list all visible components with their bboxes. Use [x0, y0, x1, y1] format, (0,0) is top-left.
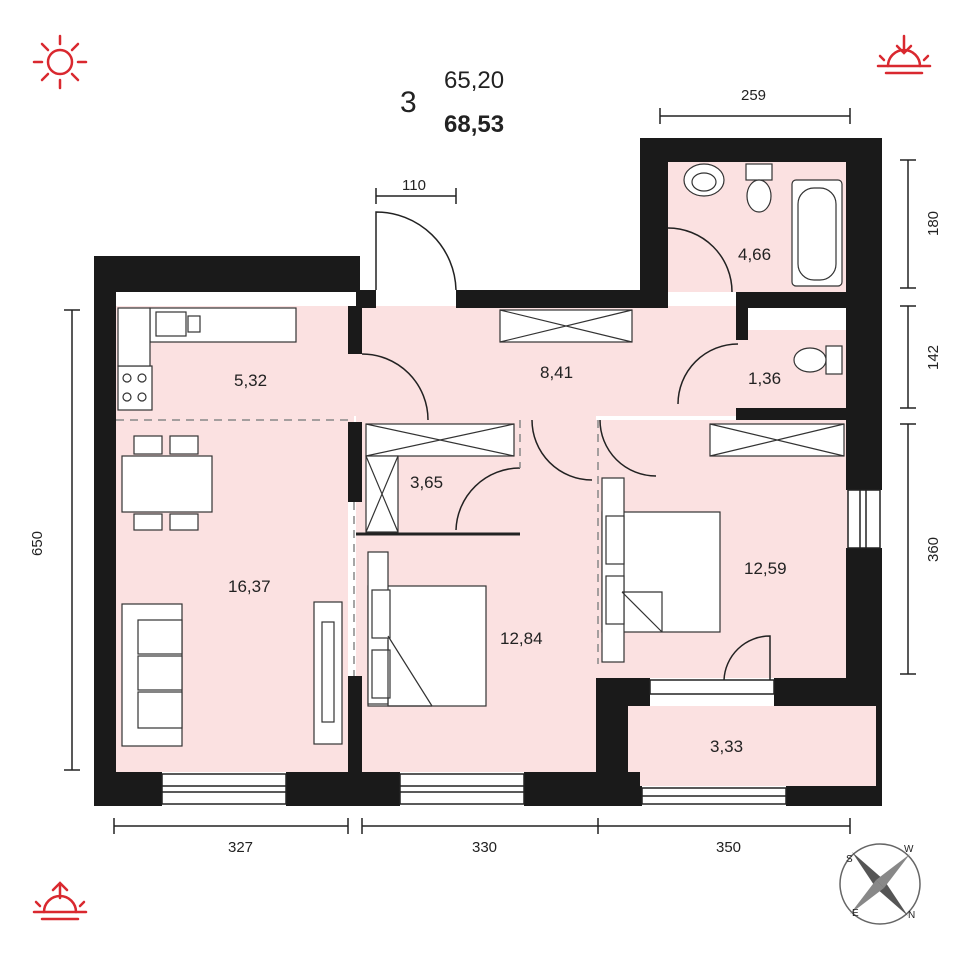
sink-icon: [155, 311, 187, 337]
toilet-icon: [825, 345, 843, 375]
area-bedroom-right: 12,59: [744, 559, 787, 578]
door-bedroom-right: [599, 419, 657, 477]
dim-bedroom-right-height: 360: [925, 537, 942, 562]
wall-balcony-right: [876, 688, 882, 806]
wall-top-left-step: [116, 290, 360, 306]
wall-right: [846, 138, 882, 490]
door-closet: [455, 467, 521, 531]
wall-bath-bottom: [736, 292, 846, 308]
window-balcony-door: [649, 679, 775, 695]
balcony-floor: [628, 706, 876, 786]
wall-bottom-left: [94, 772, 162, 806]
wall-bottom-mid1: [286, 772, 400, 806]
area-toilet: 1,36: [748, 369, 781, 388]
wall-bath-top: [640, 138, 882, 162]
window-living: [161, 773, 287, 805]
wall-bath-left: [640, 138, 668, 308]
area-balcony: 3,33: [710, 737, 743, 756]
dimension-lines: [64, 108, 916, 834]
rooms-count: 3: [400, 86, 417, 119]
living-area: 65,20: [444, 67, 504, 94]
wall-balcony-bottom: [596, 786, 642, 806]
dim-bathroom-width: 259: [741, 87, 766, 104]
sun-icon: [32, 34, 88, 90]
doors: [361, 211, 771, 681]
window-bedroom-right: [847, 489, 881, 549]
compass-s: S: [846, 854, 853, 865]
area-bathroom: 4,66: [738, 245, 771, 264]
dim-left-height: 650: [29, 531, 46, 556]
sunset-icon: [876, 34, 932, 75]
wall-left: [94, 256, 116, 806]
windows: [161, 489, 881, 805]
area-living-room: 16,37: [228, 577, 271, 596]
wall-door-post-left: [356, 290, 376, 308]
wall-balcony-bottom-r: [786, 786, 882, 806]
compass-icon: S W E N: [839, 843, 921, 925]
compass-n: N: [908, 910, 915, 921]
dining-table: [121, 455, 213, 513]
bath-toilet-icon: [745, 163, 773, 181]
dim-bottom-middle: 330: [472, 839, 497, 856]
area-closet: 3,65: [410, 473, 443, 492]
total-area: 68,53: [444, 111, 504, 138]
wall-top-left-inner: [94, 256, 360, 292]
compass-e: E: [852, 908, 859, 919]
wall-right-lower: [846, 548, 882, 688]
dim-toilet-height: 142: [925, 345, 942, 370]
wall-toilet-bottom: [736, 408, 846, 420]
dim-bottom-left: 327: [228, 839, 253, 856]
wall-kitchen-door: [348, 306, 362, 354]
compass-w: W: [904, 844, 914, 855]
area-bedroom-left: 12,84: [500, 629, 543, 648]
door-bath: [667, 227, 733, 293]
wall-bedroom-bottom-r: [774, 678, 882, 706]
door-bedroom-left: [531, 419, 593, 481]
dim-bottom-right: 350: [716, 839, 741, 856]
window-bedroom-left: [399, 773, 525, 805]
area-hall: 8,41: [540, 363, 573, 382]
door-kitchen: [361, 353, 429, 421]
wall-living-inner-bottom: [348, 676, 362, 772]
door-balcony: [723, 635, 771, 681]
wall-top-middle: [456, 290, 668, 308]
walls: [94, 138, 882, 806]
zone-dividers: [116, 419, 599, 676]
sunrise-icon: [32, 881, 88, 921]
wall-bedroom-bottom: [596, 678, 650, 706]
dim-bathroom-height: 180: [925, 211, 942, 236]
wall-toilet-left: [736, 292, 748, 340]
dim-entrance-door: 110: [402, 177, 426, 194]
door-entrance: [375, 211, 457, 291]
door-toilet: [677, 343, 739, 405]
furniture: [117, 163, 845, 747]
wall-living-inner-top: [348, 422, 362, 502]
area-kitchen: 5,32: [234, 371, 267, 390]
stove-icon: [117, 365, 153, 411]
